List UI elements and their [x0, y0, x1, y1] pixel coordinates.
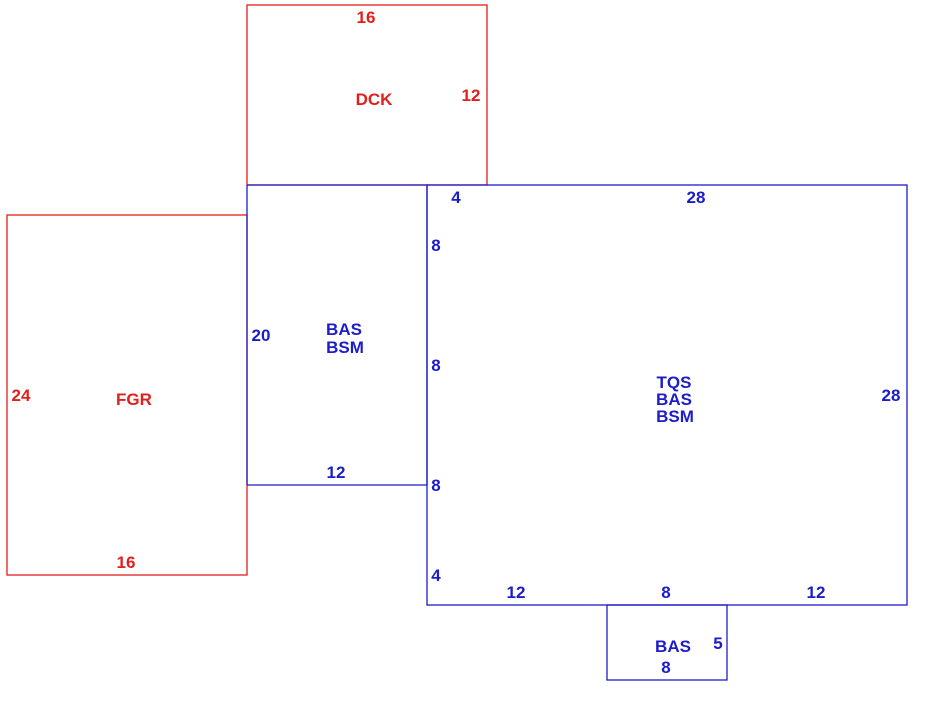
- dck-code: DCK: [356, 90, 394, 109]
- bas-bottom-outline: [606, 604, 728, 681]
- dim-main-left-3: 8: [431, 476, 440, 495]
- dim-main-top: 28: [687, 188, 706, 207]
- dim-main-bottom-1: 12: [507, 583, 526, 602]
- main-code-3: BSM: [656, 407, 694, 426]
- dim-bas-left-side: 20: [252, 326, 271, 345]
- dim-fgr-bottom: 16: [117, 553, 136, 572]
- dim-fgr-left: 24: [12, 386, 31, 405]
- dim-main-right: 28: [882, 386, 901, 405]
- dim-main-left-4: 4: [431, 566, 441, 585]
- dim-dck-top: 16: [357, 8, 376, 27]
- main-code-1: TQS: [657, 373, 692, 392]
- bas-left-code-1: BAS: [326, 320, 362, 339]
- bas-left-code-2: BSM: [326, 338, 364, 357]
- dim-main-top-short: 4: [451, 188, 461, 207]
- fgr-code: FGR: [116, 390, 152, 409]
- dim-dck-right: 12: [462, 86, 481, 105]
- dim-main-bottom-3: 12: [807, 583, 826, 602]
- dim-main-left-1: 8: [431, 236, 440, 255]
- main-code-2: BAS: [656, 390, 692, 409]
- bas-bottom-code: BAS: [655, 637, 691, 656]
- dim-bas-bottom-bottom: 8: [661, 658, 670, 677]
- dim-main-bottom-2: 8: [661, 583, 670, 602]
- dim-bas-left-bottom: 12: [327, 463, 346, 482]
- dim-bas-bottom-right: 5: [713, 634, 722, 653]
- dim-main-left-2: 8: [431, 356, 440, 375]
